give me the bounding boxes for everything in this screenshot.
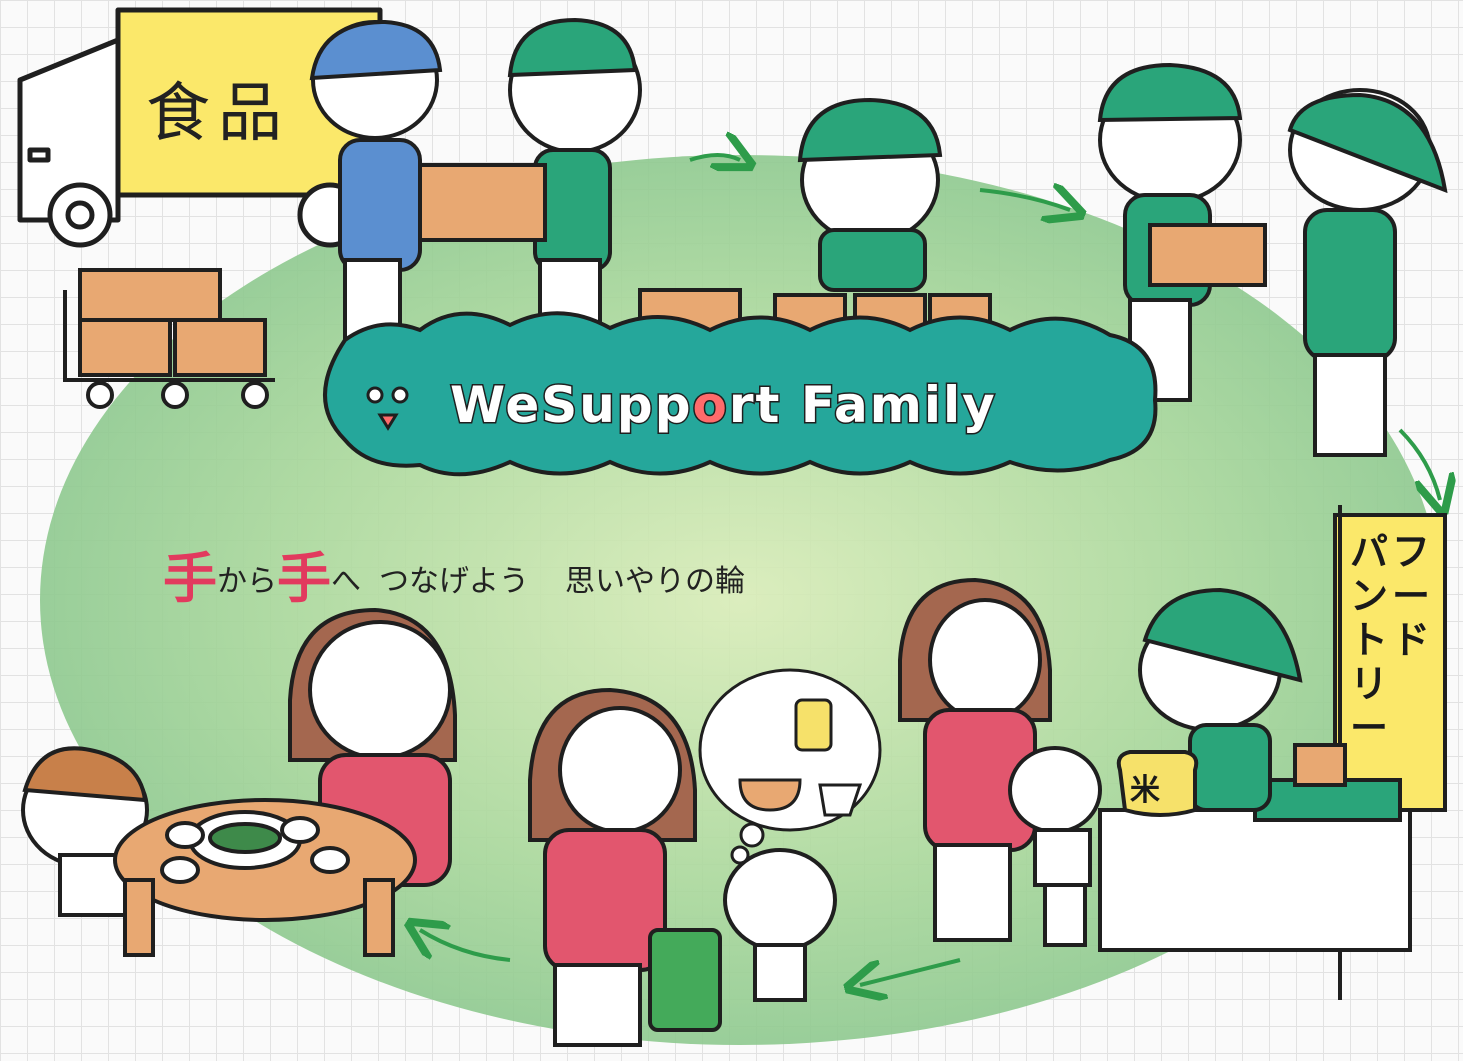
food-pantry-banner xyxy=(1333,513,1447,812)
slogan-hand-1: 手 xyxy=(163,547,217,610)
logo-title-s: S xyxy=(540,375,580,436)
arrow-1 xyxy=(689,155,740,160)
staff-person-2 xyxy=(797,97,943,292)
thought-bubble xyxy=(698,668,882,865)
slogan-part-3: 思いやりの輪 xyxy=(565,564,745,599)
arrow-4 xyxy=(860,958,961,985)
logo-title: WeSupport Family xyxy=(448,375,1130,436)
slogan-part-2: つなげよう xyxy=(379,564,529,599)
banner-char: ー xyxy=(1349,706,1388,750)
banner-char: ト xyxy=(1349,618,1388,662)
shopping-bag xyxy=(648,928,722,1032)
logo-title-u: u xyxy=(578,375,617,436)
pantry-staff xyxy=(1138,587,1303,812)
handover-box xyxy=(1148,223,1267,287)
cycle-arrows xyxy=(420,155,1440,985)
banner-char: ド xyxy=(1392,618,1431,662)
truck-cab xyxy=(17,37,121,223)
logo-title-pp: pp xyxy=(615,375,693,436)
mother-walking xyxy=(528,687,697,1047)
mother-at-pantry xyxy=(898,577,1052,942)
slogan-he: へ xyxy=(331,564,361,599)
child-at-pantry xyxy=(1008,746,1102,947)
slogan: 手から手へつなげよう思いやりの輪 xyxy=(163,534,745,613)
arrow-5 xyxy=(420,930,511,962)
logo-face-icon xyxy=(366,386,409,431)
slogan-kara: から xyxy=(217,564,277,599)
donation-box xyxy=(418,163,547,242)
banner-column-2: パ ン ト リ ー xyxy=(1350,530,1388,800)
volunteer-person xyxy=(1287,88,1448,457)
truck-label: 食品 xyxy=(146,77,290,151)
logo-title-prefix: We xyxy=(448,375,542,436)
logo-title-rest: rt Family xyxy=(727,375,997,436)
arrow-2 xyxy=(979,190,1070,210)
banner-char: ン xyxy=(1349,574,1388,618)
cart xyxy=(63,268,275,409)
rice-bag xyxy=(1116,750,1199,817)
banner-column-1: フ ー ド xyxy=(1392,530,1430,800)
banner-char: パ xyxy=(1349,530,1388,574)
logo-cloud xyxy=(323,311,1158,477)
dining-table xyxy=(113,798,417,957)
arrow-3 xyxy=(1398,428,1440,500)
food-pantry-banner-text: フ ー ド パ ン ト リ ー xyxy=(1340,530,1440,800)
staff-person-1 xyxy=(507,17,642,342)
pantry-table xyxy=(1098,743,1412,952)
child-running xyxy=(723,848,837,1002)
logo-title-o: o xyxy=(691,375,729,436)
banner-char: フ xyxy=(1392,530,1431,574)
slogan-hand-2: 手 xyxy=(277,547,331,610)
rice-bag-label: 米 xyxy=(1130,773,1160,808)
banner-char: ー xyxy=(1392,574,1431,618)
banner-char: リ xyxy=(1349,662,1388,706)
